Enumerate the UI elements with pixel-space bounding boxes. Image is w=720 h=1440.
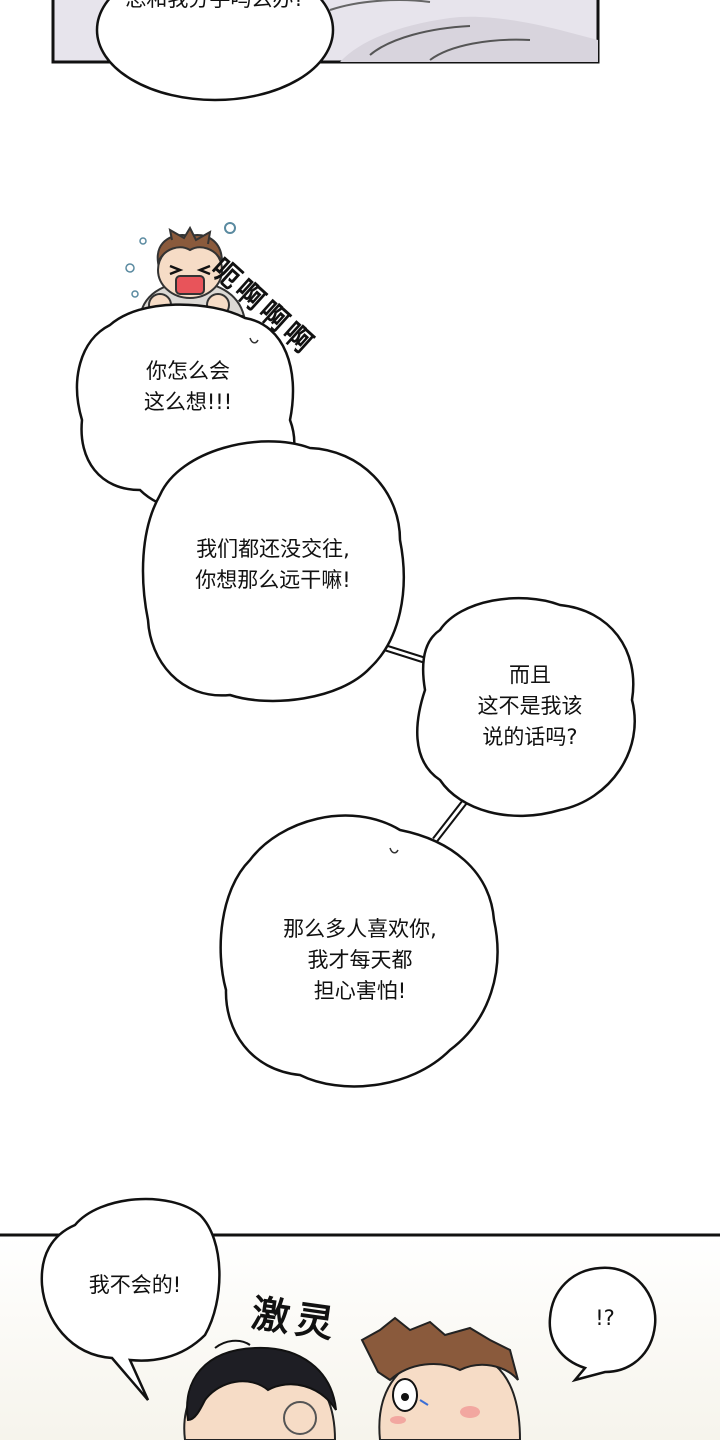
bubble-connector-inner (385, 646, 425, 662)
cloud-bubbles (75, 303, 636, 1088)
blush-mark (460, 1406, 480, 1418)
bubble-6-text: !? (565, 1303, 645, 1334)
bubble-1-line: 这么想!!! (143, 390, 233, 414)
sweat-drop (125, 263, 135, 273)
speech-bubble-4 (219, 814, 499, 1088)
bubble-3-line: 而且 (509, 663, 551, 687)
character-left-hair (186, 1346, 337, 1422)
bubble-2-line: 你想那么远干嘛! (195, 568, 351, 592)
speech-bubble-6 (548, 1266, 657, 1383)
bubble-2-text: 我们都还没交往, 你想那么远干嘛! (148, 534, 398, 596)
glasses-icon (283, 1401, 317, 1435)
tiny-mark (389, 847, 399, 854)
sweat-drop (131, 290, 139, 298)
hand-shape (340, 16, 598, 62)
top-bubble-text: 总和我分手吗么办? (105, 0, 325, 15)
bubble-5-text: 我不会的! (55, 1270, 215, 1301)
character-right-pupil (401, 1393, 409, 1401)
bubble-2-line: 我们都还没交往, (196, 537, 350, 561)
sweat-line (419, 1399, 429, 1406)
speech-bubble-top (95, 0, 335, 102)
blush-mark (390, 1416, 406, 1424)
tiny-mark (249, 337, 259, 344)
chibi-eye-left (169, 264, 184, 276)
hand-line (369, 25, 471, 56)
top-panel (51, 0, 600, 102)
bubble-5-line: 我不会的! (88, 1273, 182, 1297)
bubble-4-line: 我才每天都 (307, 948, 413, 972)
chibi-hair-spikes (168, 225, 212, 245)
chibi-mouth (175, 275, 205, 295)
chibi-eye-right (196, 264, 211, 276)
bubble-4-line: 担心害怕! (313, 979, 407, 1003)
hand-line (429, 38, 531, 61)
bubble-1-line: 你怎么会 (146, 359, 230, 383)
bubble-3-text: 而且 这不是我该 说的话吗? (430, 660, 630, 753)
hand-line (329, 0, 431, 11)
bubble-3-line: 说的话吗? (482, 725, 578, 749)
bubble-3-line: 这不是我该 (477, 694, 583, 718)
speech-bubble-5 (40, 1197, 221, 1401)
speech-bubble-2 (141, 440, 405, 703)
sweat-drop (139, 237, 147, 245)
bubble-4-line: 那么多人喜欢你, (283, 917, 437, 941)
bubble-4-text: 那么多人喜欢你, 我才每天都 担心害怕! (230, 914, 490, 1007)
sweat-drop (224, 222, 236, 234)
speech-bubble-3 (416, 596, 636, 818)
hair-strand (214, 1339, 251, 1349)
bubble-6-line: !? (595, 1306, 615, 1330)
character-right-hair (360, 1316, 519, 1382)
bubble-1-text: 你怎么会 这么想!!! (88, 356, 288, 418)
